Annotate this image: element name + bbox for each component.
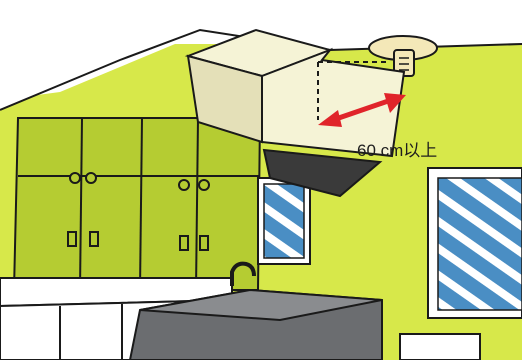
upper-cabinets bbox=[14, 118, 260, 290]
left-window bbox=[258, 178, 310, 264]
right-window bbox=[428, 168, 522, 318]
distance-label: 60 cm以上 bbox=[357, 136, 437, 161]
